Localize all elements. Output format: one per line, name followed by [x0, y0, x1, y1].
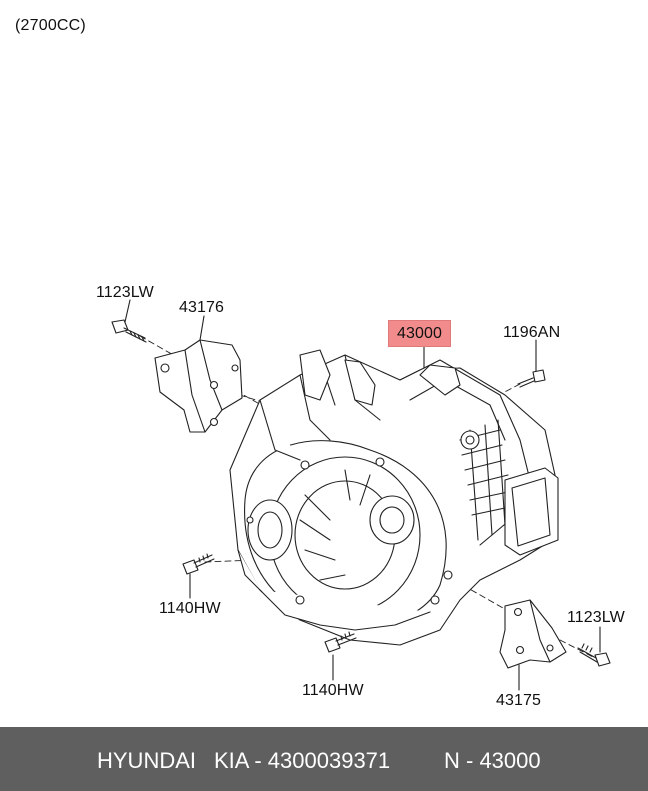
- part-info-footer: HYUNDAI KIA - 4300039371 N - 43000: [0, 727, 648, 791]
- footer-part-number: KIA - 4300039371: [214, 748, 391, 773]
- callout-1196an[interactable]: 1196AN: [503, 324, 561, 341]
- callout-43175[interactable]: 43175: [496, 692, 541, 709]
- callout-43176[interactable]: 43176: [179, 299, 224, 316]
- bolt-1140hw-bottom: [324, 631, 357, 653]
- callout-1140hw-bottom[interactable]: 1140HW: [302, 682, 364, 699]
- bolt-1140hw-left: [182, 553, 215, 575]
- transmission-exploded-diagram: [111, 299, 611, 691]
- footer-reference: N - 43000: [444, 748, 541, 773]
- callout-1140hw-left[interactable]: 1140HW: [159, 600, 221, 617]
- callout-43000-highlighted[interactable]: 43000: [388, 320, 451, 347]
- footer-brand: HYUNDAI: [97, 748, 197, 773]
- callout-1123lw-top[interactable]: 1123LW: [96, 284, 154, 301]
- transmission-housing: [229, 349, 559, 646]
- bolt-1123lw-top: [111, 319, 147, 343]
- engine-variant-label: (2700CC): [15, 17, 86, 34]
- bolt-1123lw-right: [577, 643, 611, 667]
- bracket-43175: [499, 599, 567, 669]
- callout-1123lw-right[interactable]: 1123LW: [567, 609, 625, 626]
- bolt-1196an: [517, 369, 546, 388]
- bracket-43176: [154, 339, 243, 433]
